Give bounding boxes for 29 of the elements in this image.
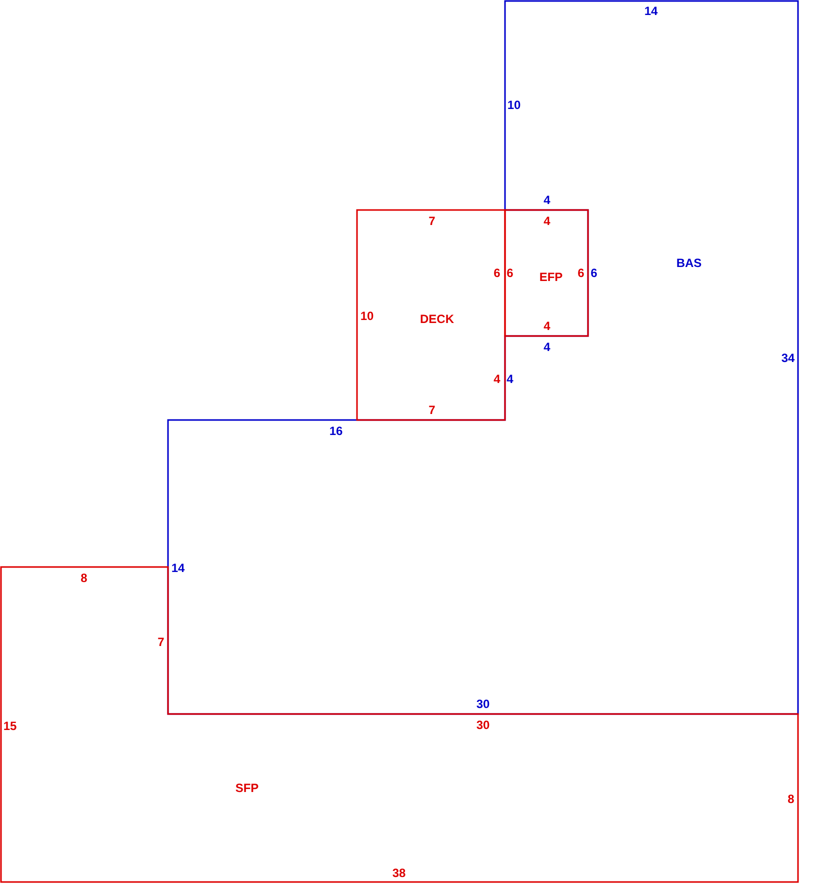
- dimension-label: 7: [428, 215, 436, 227]
- dimension-label: 14: [171, 562, 185, 574]
- dimension-label: 15: [3, 720, 17, 732]
- dimension-label: 30: [476, 698, 490, 710]
- dimension-label: 4: [494, 373, 500, 385]
- area-label: BAS: [676, 257, 702, 269]
- dimension-label: 6: [578, 267, 584, 279]
- dimension-label: 30: [476, 719, 490, 731]
- dimension-label: 34: [781, 352, 795, 364]
- dimension-label: 4: [544, 194, 550, 206]
- dimension-label: 4: [544, 341, 550, 353]
- dimension-label: 6: [494, 267, 500, 279]
- dimension-label: 4: [506, 373, 514, 385]
- area-label: EFP: [539, 271, 563, 283]
- area-label: SFP: [235, 782, 259, 794]
- dimension-label: 7: [428, 404, 436, 416]
- dimension-label: 14: [644, 5, 658, 17]
- dimension-label: 7: [158, 636, 164, 648]
- dimension-label: 6: [506, 267, 514, 279]
- dimension-label: 10: [507, 99, 521, 111]
- dimension-label: 4: [544, 320, 550, 332]
- dimension-label: 6: [590, 267, 598, 279]
- dimension-label: 4: [544, 215, 550, 227]
- dimension-label: 10: [360, 310, 374, 322]
- dimension-label: 8: [80, 572, 88, 584]
- dimension-label: 16: [329, 425, 343, 437]
- dimension-label: 38: [392, 867, 406, 879]
- area-label: DECK: [420, 313, 454, 325]
- dimension-label: 8: [788, 793, 794, 805]
